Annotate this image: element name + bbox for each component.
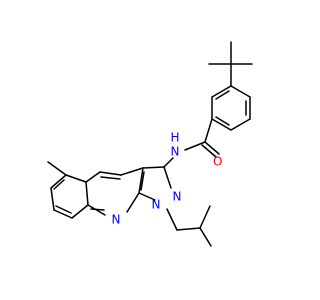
isobutyl-group	[166, 205, 212, 247]
molecule-canvas: O N H N N N	[47, 41, 253, 247]
amide-linker	[163, 118, 220, 168]
pyrazole-n2-label: N	[173, 190, 182, 204]
tert-butyl-group	[208, 41, 253, 87]
benzene-ring	[211, 85, 251, 131]
pyrazole-n1-label: N	[152, 198, 161, 212]
amide-hydrogen-label: H	[170, 131, 179, 145]
pyrazole-ring	[138, 166, 172, 201]
quinoline-nitrogen-label: N	[112, 213, 121, 227]
quinoline-rings	[47, 161, 144, 219]
amide-nitrogen-label: N	[171, 145, 180, 159]
molecule-structure: O N H N N N	[47, 41, 253, 247]
oxygen-atom-label: O	[213, 155, 222, 169]
